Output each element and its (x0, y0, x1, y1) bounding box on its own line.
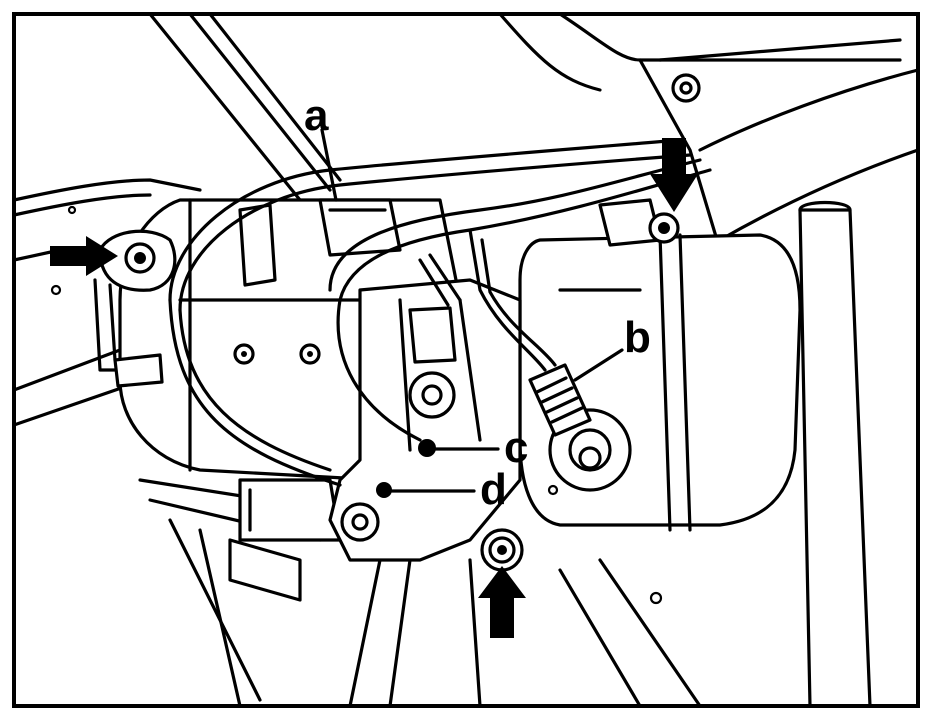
leader-b (573, 348, 624, 382)
label-c: c (504, 423, 528, 472)
arrow-right-icon (50, 236, 118, 276)
label-a: a (304, 91, 329, 140)
label-d: d (480, 465, 507, 514)
leader-lines (320, 128, 624, 493)
crank-b (528, 363, 632, 492)
label-b: b (624, 313, 651, 362)
leader-a (320, 128, 338, 202)
wiring-harness (168, 138, 712, 487)
arrow-down-icon (650, 138, 698, 212)
arrow-up-icon (478, 566, 526, 638)
arrows (50, 138, 698, 638)
left-mounting-bracket (93, 229, 177, 388)
connector-a (238, 198, 402, 287)
body-structure (12, 12, 920, 708)
